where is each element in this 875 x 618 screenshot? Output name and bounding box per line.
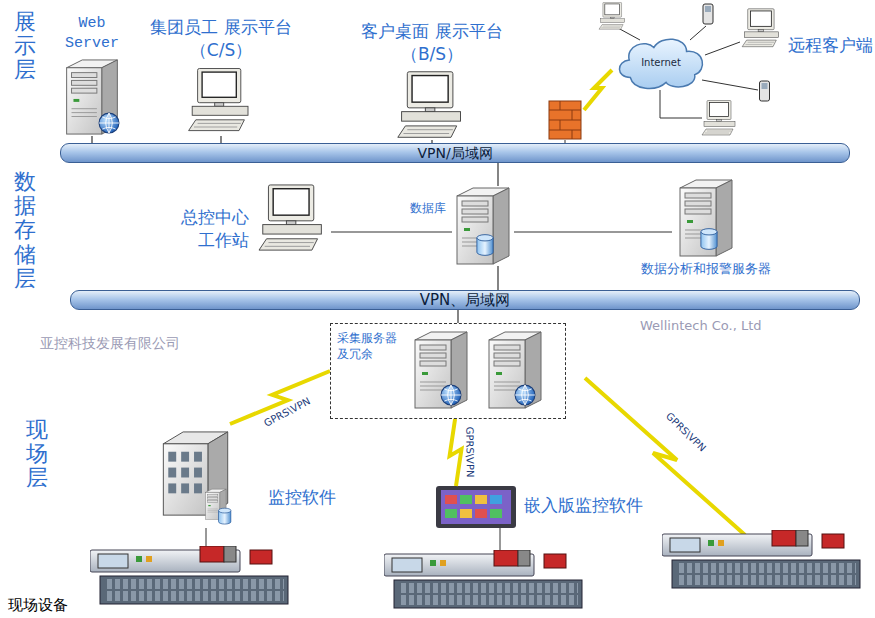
- node-label: 数据分析和报警服务器: [606, 260, 806, 278]
- building-icon: [163, 432, 231, 524]
- node-label: 客户桌面 展示平台（B/S）: [332, 20, 532, 66]
- pc-icon: [702, 101, 735, 136]
- node-label: 数据库: [410, 200, 446, 216]
- network-link: [91, 136, 92, 143]
- field-device: [90, 546, 288, 604]
- client-pc: 客户桌面 展示平台（B/S）: [394, 70, 470, 140]
- database-server: 数据库: [452, 186, 514, 266]
- database-icon: [477, 235, 493, 256]
- network-link: [514, 231, 672, 232]
- node-label: VPN/局域网: [417, 146, 492, 160]
- node-label: 监控软件: [268, 486, 336, 509]
- globe-icon: [99, 113, 119, 133]
- server-icon: [680, 180, 732, 256]
- note-label: 现场设备: [8, 596, 68, 615]
- pc-icon: [189, 69, 248, 131]
- client-wires: [618, 26, 758, 118]
- link-label: GPRS\VPN: [262, 395, 312, 429]
- embedded-panel: 嵌入版监控软件: [436, 486, 516, 528]
- node-label: VPN、局域网: [420, 293, 511, 308]
- layer-title: 现场层: [26, 418, 48, 491]
- node-label: 集团员工 展示平台（C/S）: [121, 16, 321, 62]
- layer-title: 数据存储层: [14, 170, 36, 291]
- globe-icon: [515, 385, 535, 405]
- database-icon: [701, 229, 717, 250]
- watermark: 亚控科技发展有限公司: [40, 335, 180, 353]
- web-server: Web Server: [62, 58, 122, 136]
- network-link: [331, 231, 452, 232]
- network-link: [220, 136, 221, 143]
- remote-clients: 远程客户端: [788, 34, 854, 84]
- alarm-server: 数据分析和报警服务器: [672, 178, 740, 258]
- monitor-station: 监控软件: [158, 424, 238, 528]
- wireless-bolt: [584, 70, 612, 110]
- network-link: [457, 310, 458, 323]
- firewall-icon: [549, 101, 581, 139]
- network-link: [497, 163, 498, 187]
- node-label: 采集服务器 及冗余: [337, 330, 409, 362]
- network-bus: VPN/局域网: [60, 143, 850, 163]
- node-label: 嵌入版监控软件: [524, 494, 643, 517]
- node-label: Internet: [641, 56, 681, 70]
- network-bus: VPN、局域网: [70, 290, 860, 310]
- pc-icon: [599, 2, 625, 29]
- server-icon: [489, 332, 541, 408]
- client-pc: 集团员工 展示平台（C/S）: [185, 66, 257, 136]
- internet-cloud: Internet: [615, 34, 707, 92]
- pc-icon: [259, 185, 321, 250]
- wireless-link: [450, 419, 462, 486]
- collector-group: 采集服务器 及冗余: [330, 323, 566, 419]
- watermark: Wellintech Co., Ltd: [640, 318, 762, 333]
- node-label: Web Server: [52, 14, 132, 55]
- node-label: 远程客户端: [788, 34, 846, 57]
- note-label: GPRS\VPN: [664, 410, 708, 453]
- pc-icon: [398, 72, 461, 138]
- workstation: 总控中心 工作站: [255, 184, 331, 254]
- wire: [206, 528, 207, 548]
- field-device: [384, 550, 582, 608]
- layer-title: 展示层: [14, 10, 36, 83]
- field-device: [662, 530, 860, 588]
- touch-panel-icon: [436, 486, 516, 528]
- phone-icon: [703, 4, 713, 24]
- server-icon: [457, 188, 509, 264]
- link-label: GPRS\VPN: [464, 427, 476, 478]
- pc-icon: [742, 9, 778, 47]
- node-label: 总控中心 工作站: [165, 206, 249, 252]
- phone-icon: [760, 81, 770, 101]
- server-icon: [415, 332, 467, 408]
- wire: [500, 528, 501, 552]
- network-link: [497, 266, 498, 290]
- globe-icon: [441, 385, 461, 405]
